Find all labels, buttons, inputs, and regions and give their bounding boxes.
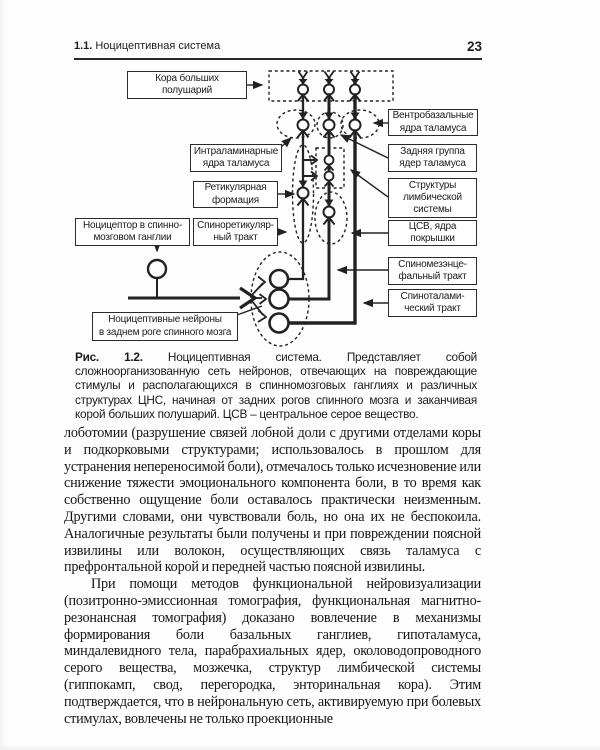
reticular-neuron xyxy=(296,180,310,207)
page-number: 23 xyxy=(466,39,482,54)
nociceptor-neuron xyxy=(146,258,168,280)
body-paragraph-2: При помощи методов функциональной нейров… xyxy=(64,576,481,727)
callout-arrows xyxy=(152,80,389,316)
diagram-box-intralaminar: Интраламинарные ядра таламуса xyxy=(190,144,282,172)
dorsal-horn-neuron xyxy=(268,268,290,290)
diagram-box-reticular: Ретикулярная формация xyxy=(193,181,278,208)
figure-caption-text: Ноцицептивная система. Представляет собо… xyxy=(75,350,477,421)
diagram-box-posterior-group: Задняя группа ядер таламуса xyxy=(388,144,477,172)
midbrain-neuron xyxy=(322,199,336,226)
diagram-box-spinomesencephalic: Спиномезэнце- фальный тракт xyxy=(388,257,477,285)
figure-caption: Рис. 1.2. Ноцицептивная система. Предста… xyxy=(75,350,477,421)
diagram-box-limbic-structures: Структуры лимбической системы xyxy=(388,178,477,218)
arrow-posterior-group xyxy=(339,134,389,159)
dorsal-horn-neuron xyxy=(268,288,290,310)
diagram-box-ventrobasal: Вентробазальные ядра таламуса xyxy=(388,109,478,136)
limbic-relay-neurons xyxy=(323,154,335,188)
cortex-neurons xyxy=(297,70,361,102)
diagram-box-spinoreticular: Спиноретикуляр- ный тракт xyxy=(193,218,278,246)
diagram-box-spinothalamic: Спиноталами- ческий тракт xyxy=(388,289,477,317)
diagram-box-csv-tegmentum: ЦСВ, ядра покрышки xyxy=(388,220,477,246)
page-header: 1.1.Ноцицептивная система 23 xyxy=(74,36,482,60)
arrow-limbic xyxy=(349,169,389,198)
dorsal-horn-connector-line xyxy=(236,305,263,316)
section-number: 1.1. xyxy=(74,40,93,52)
body-text: лоботомии (разрушение связей лобной доли… xyxy=(64,425,481,727)
thalamus-neurons xyxy=(296,112,362,139)
running-title: 1.1.Ноцицептивная система xyxy=(74,36,220,54)
figure-label: Рис. 1.2. xyxy=(75,350,143,364)
diagram-box-cortex: Кора больших полушарий xyxy=(127,71,247,99)
afferent-fork xyxy=(239,154,319,323)
diagram-box-nociceptor: Ноцицептор в спинно- мозговом ганглии xyxy=(75,218,190,246)
chapter-title: Ноцицептивная система xyxy=(95,40,221,52)
tract-lines xyxy=(128,77,357,325)
dorsal-horn-neuron xyxy=(268,312,290,334)
neuron-symbols xyxy=(146,70,362,334)
diagram-box-dorsal-horn: Ноцицептивные нейроны в заднем роге спин… xyxy=(92,312,238,341)
body-paragraph-1: лоботомии (разрушение связей лобной доли… xyxy=(64,425,481,576)
